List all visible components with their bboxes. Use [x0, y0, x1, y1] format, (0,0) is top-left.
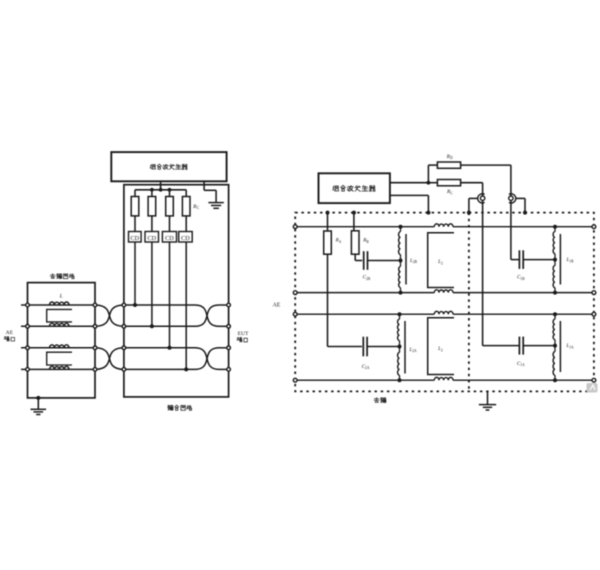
svg-text:CD: CD: [165, 235, 174, 242]
svg-text:EUT: EUT: [238, 331, 249, 337]
svg-text:L1A: L1A: [565, 343, 574, 349]
svg-text:AE: AE: [273, 302, 281, 308]
svg-text:L: L: [59, 293, 63, 299]
svg-text:CD: CD: [147, 235, 156, 242]
svg-text:L2: L2: [437, 346, 443, 352]
svg-text:RC: RC: [192, 204, 199, 210]
svg-text:L2B: L2B: [409, 258, 418, 264]
svg-text:C1A: C1A: [517, 361, 525, 367]
svg-text:C1B: C1B: [517, 275, 525, 281]
svg-text:L1B: L1B: [565, 257, 574, 263]
svg-text:L2A: L2A: [408, 347, 417, 353]
svg-text:RC: RC: [446, 189, 453, 195]
svg-text:L2: L2: [437, 259, 443, 265]
svg-text:CD: CD: [130, 235, 139, 242]
svg-text:C2B: C2B: [363, 275, 371, 281]
svg-text:AE: AE: [6, 330, 14, 336]
svg-text:RA: RA: [335, 238, 342, 244]
svg-text:CD: CD: [181, 235, 190, 242]
svg-text:RB: RB: [362, 238, 369, 244]
svg-text:RD: RD: [446, 154, 453, 160]
svg-text:C2A: C2A: [362, 364, 370, 370]
